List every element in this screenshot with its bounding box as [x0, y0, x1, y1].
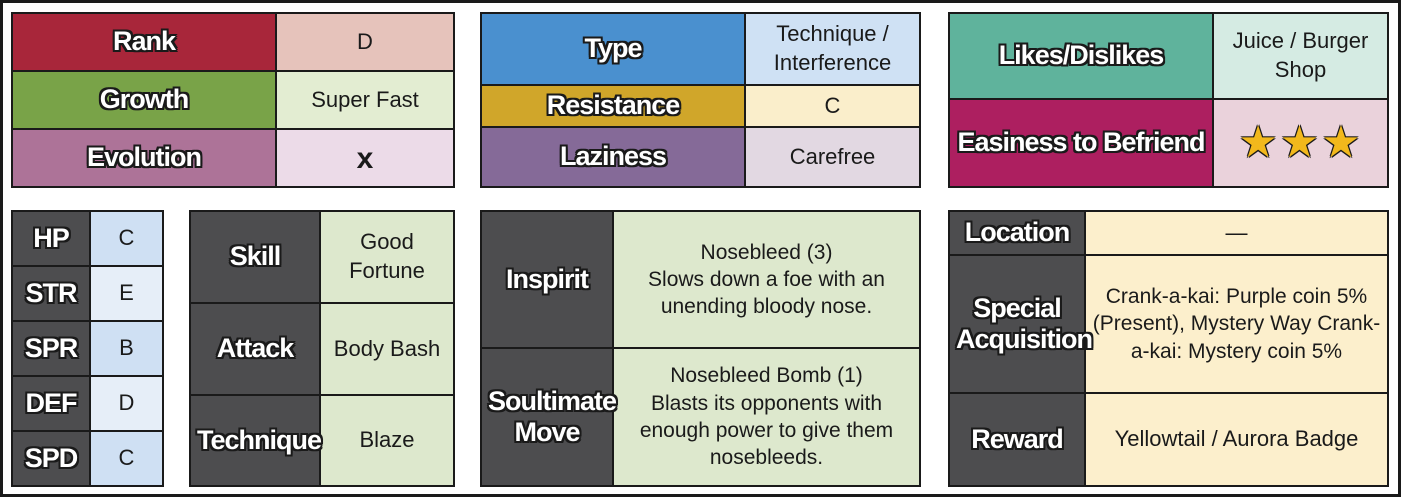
type-value: Technique / Interference — [744, 12, 921, 86]
likes-value: Juice / Burger Shop — [1212, 12, 1389, 100]
evolution-label: Evolution — [11, 128, 277, 188]
attack-value: Body Bash — [319, 302, 455, 396]
laziness-value: Carefree — [744, 126, 921, 188]
resistance-label: Resistance — [480, 84, 746, 128]
stat-value-def: D — [89, 375, 164, 432]
no-evolution-icon: x — [356, 141, 374, 175]
technique-value: Blaze — [319, 394, 455, 487]
moves-table: Inspirit Nosebleed (3) Slows down a foe … — [480, 210, 921, 487]
stat-value-spd: C — [89, 430, 164, 487]
laziness-label: Laziness — [480, 126, 746, 188]
abilities-table: Skill Good Fortune Attack Body Bash Tech… — [189, 210, 455, 487]
soultimate-value: Nosebleed Bomb (1) Blasts its opponents … — [612, 347, 921, 487]
location-label: Location — [948, 210, 1086, 256]
rank-label: Rank — [11, 12, 277, 72]
growth-label: Growth — [11, 70, 277, 130]
inspirit-label: Inspirit — [480, 210, 614, 349]
skill-value: Good Fortune — [319, 210, 455, 304]
basic-info-table: Rank D Growth Super Fast Evolution x — [11, 12, 455, 188]
inspirit-description: Slows down a foe with an unending bloody… — [648, 267, 885, 319]
resistance-value: C — [744, 84, 921, 128]
inspirit-name: Nosebleed (3) — [700, 240, 833, 264]
befriend-label: Easiness to Befriend — [948, 98, 1214, 188]
special-acquisition-label: Special Acquisition — [948, 254, 1093, 394]
growth-value: Super Fast — [275, 70, 455, 130]
type-info-table: Type Technique / Interference Resistance… — [480, 12, 921, 188]
type-label: Type — [480, 12, 746, 86]
social-info-table: Likes/Dislikes Juice / Burger Shop Easin… — [948, 12, 1389, 188]
star-rating-icon: ★★★ — [1238, 118, 1363, 168]
stat-label-def: DEF — [11, 375, 91, 432]
skill-label: Skill — [189, 210, 321, 304]
inspirit-value: Nosebleed (3) Slows down a foe with an u… — [612, 210, 921, 349]
stat-label-spd: SPD — [11, 430, 91, 487]
stat-label-hp: HP — [11, 210, 91, 267]
soultimate-name: Nosebleed Bomb (1) — [670, 364, 863, 388]
likes-label: Likes/Dislikes — [948, 12, 1214, 100]
stat-label-spr: SPR — [11, 320, 91, 377]
reward-value: Yellowtail / Aurora Badge — [1084, 392, 1389, 487]
stat-value-hp: C — [89, 210, 164, 267]
befriend-value: ★★★ — [1212, 98, 1389, 188]
special-acquisition-value: Crank-a-kai: Purple coin 5% (Present), M… — [1084, 254, 1389, 394]
stats-table: HP C STR E SPR B DEF D SPD C — [11, 210, 164, 487]
attack-label: Attack — [189, 302, 321, 396]
evolution-value: x — [275, 128, 455, 188]
reward-label: Reward — [948, 392, 1086, 487]
acquisition-table: Location — Special Acquisition Crank-a-k… — [948, 210, 1389, 487]
soultimate-description: Blasts its opponents with enough power t… — [639, 391, 894, 470]
soultimate-label: Soultimate Move — [480, 347, 617, 487]
stat-value-spr: B — [89, 320, 164, 377]
technique-label: Technique — [189, 394, 322, 487]
stat-value-str: E — [89, 265, 164, 322]
stat-label-str: STR — [11, 265, 91, 322]
rank-value: D — [275, 12, 455, 72]
location-value: — — [1084, 210, 1389, 256]
